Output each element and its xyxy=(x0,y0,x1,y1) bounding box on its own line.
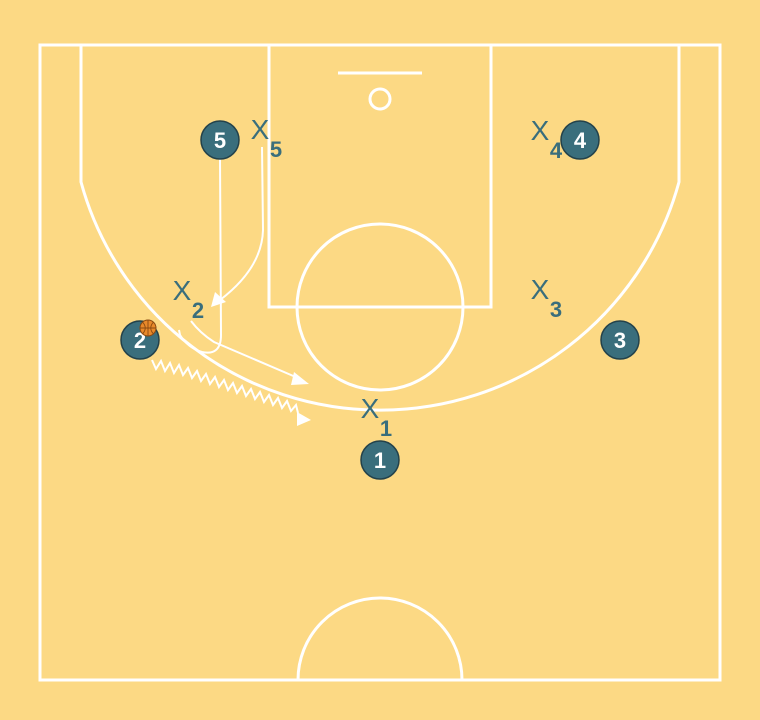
defender-5: X5 xyxy=(251,114,282,162)
free-throw-circle xyxy=(295,222,465,392)
offense-player-4: 4 xyxy=(560,120,600,160)
offense-player-5: 5 xyxy=(200,120,240,160)
dribble-path-player-2 xyxy=(151,358,299,414)
defender-mark: X xyxy=(173,275,192,306)
offense-player-3: 3 xyxy=(600,320,640,360)
defender-mark: X xyxy=(531,115,550,146)
basketball-icon xyxy=(139,319,157,337)
player-number: 3 xyxy=(614,328,626,353)
defender-mark: X xyxy=(251,114,270,145)
defender-3: X3 xyxy=(531,274,562,322)
play-movements xyxy=(151,146,311,426)
basket-rim xyxy=(368,87,392,111)
defender-mark: X xyxy=(361,393,380,424)
player-marker xyxy=(560,120,600,160)
defender-5-path xyxy=(219,146,265,301)
dribble-arrowhead xyxy=(297,412,311,426)
defender-number: 5 xyxy=(270,137,282,162)
cut-path-player-5 xyxy=(178,157,223,354)
defender-2: X2 xyxy=(173,275,204,323)
defender-number: 1 xyxy=(380,416,392,441)
center-circle xyxy=(296,596,464,681)
defender-5-arrowhead xyxy=(211,292,226,307)
player-marker xyxy=(360,440,400,480)
player-marker xyxy=(600,320,640,360)
defender-number: 4 xyxy=(550,138,563,163)
cut-arrowhead-player-2 xyxy=(291,372,309,385)
offense-player-1: 1 xyxy=(360,440,400,480)
player-marker xyxy=(200,120,240,160)
court-lines xyxy=(38,43,722,682)
player-number: 1 xyxy=(374,448,386,473)
cut-arrow-player-2 xyxy=(190,320,299,379)
defender-4: X4 xyxy=(531,115,563,163)
paint-lane xyxy=(267,43,493,309)
defender-mark: X xyxy=(531,274,550,305)
player-number: 4 xyxy=(574,128,587,153)
defender-number: 3 xyxy=(550,297,562,322)
defender-number: 2 xyxy=(192,298,204,323)
three-point-arc xyxy=(79,45,681,412)
player-number: 5 xyxy=(214,128,226,153)
defender-1: X1 xyxy=(361,393,392,441)
